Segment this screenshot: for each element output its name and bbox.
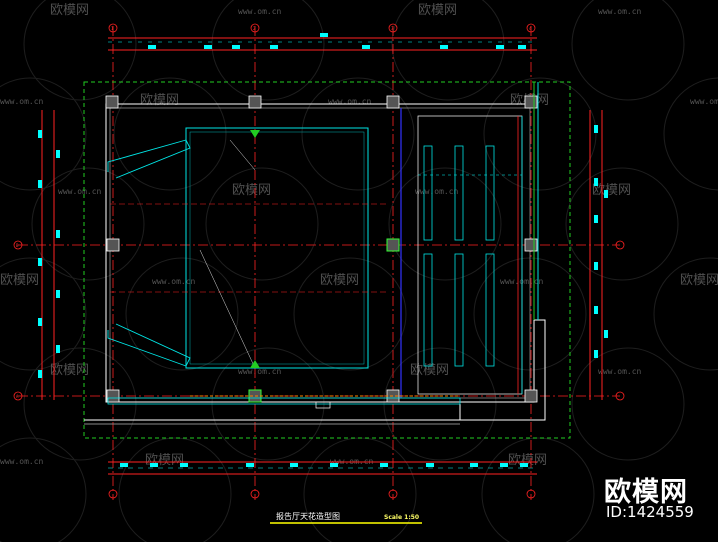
svg-text:www.om.cn: www.om.cn	[238, 7, 282, 16]
svg-text:www.om.cn: www.om.cn	[238, 367, 282, 376]
watermark-logo: 欧模网	[483, 77, 597, 191]
svg-text:欧模网: 欧模网	[410, 363, 449, 378]
watermark-url: www.om.cn	[388, 167, 502, 281]
watermark-url: www.om.cn	[303, 437, 417, 542]
brand-id: ID:1424559	[606, 503, 694, 521]
svg-text:欧模网: 欧模网	[680, 273, 718, 288]
svg-text:2: 2	[253, 26, 256, 31]
svg-text:欧模网: 欧模网	[0, 273, 39, 288]
right-dimension-chain	[589, 110, 608, 400]
watermark-logo: 欧模网	[293, 257, 407, 371]
watermark-logo: 欧模网	[565, 167, 679, 281]
svg-text:www.om.cn: www.om.cn	[328, 97, 372, 106]
watermark-url: www.om.cn	[663, 77, 718, 191]
watermark-logo: 欧模网	[113, 77, 227, 191]
watermark-logo: 欧模网	[481, 437, 595, 542]
drawing-scale: Scale 1:50	[384, 514, 419, 521]
svg-text:www.om.cn: www.om.cn	[0, 457, 44, 466]
svg-text:www.om.cn: www.om.cn	[415, 187, 459, 196]
svg-text:A: A	[16, 394, 19, 399]
watermark-url: www.om.cn	[301, 77, 415, 191]
bottom-dimension-chain	[108, 461, 537, 475]
axis-line-tags: 1 2 3 4 B A	[16, 26, 532, 399]
watermark-logo: 欧模网	[391, 0, 505, 101]
top-dimension-chain	[108, 33, 537, 51]
columns	[105, 95, 538, 403]
watermark-logo: 欧模网	[23, 0, 137, 101]
svg-text:www.om.cn: www.om.cn	[598, 367, 642, 376]
watermark-url: www.om.cn	[571, 347, 685, 461]
ceiling-main-panel	[107, 127, 386, 369]
outer-boundary	[83, 81, 571, 439]
svg-text:欧模网: 欧模网	[140, 93, 179, 108]
watermark-logo: 欧模网	[205, 167, 319, 281]
watermark-url: www.om.cn	[0, 77, 87, 191]
watermark-url: www.om.cn	[125, 257, 239, 371]
svg-text:欧模网: 欧模网	[50, 363, 89, 378]
watermark-logo: 欧模网	[653, 257, 718, 371]
svg-text:4: 4	[529, 26, 532, 31]
watermark-url: www.om.cn	[571, 0, 685, 101]
svg-text:B: B	[16, 243, 19, 248]
watermark-logo: 欧模网	[118, 437, 232, 542]
left-dimension-chain	[38, 110, 60, 400]
svg-text:欧模网: 欧模网	[232, 183, 271, 198]
svg-text:欧模网: 欧模网	[418, 3, 457, 18]
brand-logo-text: 欧模网	[604, 477, 688, 508]
svg-text:www.om.cn: www.om.cn	[598, 7, 642, 16]
walls	[84, 103, 546, 425]
watermark-url: www.om.cn	[31, 167, 145, 281]
light-strip-zone	[417, 82, 539, 395]
svg-text:www.om.cn: www.om.cn	[58, 187, 102, 196]
watermark-logo: 欧模网	[0, 257, 87, 371]
watermark-url: www.om.cn	[0, 437, 87, 542]
svg-text:www.om.cn: www.om.cn	[0, 97, 44, 106]
svg-text:欧模网: 欧模网	[320, 273, 359, 288]
drawing-title: 报告厅天花造型图	[276, 511, 340, 521]
svg-text:www.om.cn: www.om.cn	[690, 97, 718, 106]
bottom-beam-strip	[107, 395, 461, 409]
svg-text:欧模网: 欧模网	[50, 3, 89, 18]
axis-bubbles	[13, 23, 625, 499]
svg-text:1: 1	[111, 26, 114, 31]
svg-text:欧模网: 欧模网	[508, 453, 547, 468]
svg-text:www.om.cn: www.om.cn	[152, 277, 196, 286]
svg-text:3: 3	[391, 26, 394, 31]
watermark-url: www.om.cn	[211, 0, 325, 101]
